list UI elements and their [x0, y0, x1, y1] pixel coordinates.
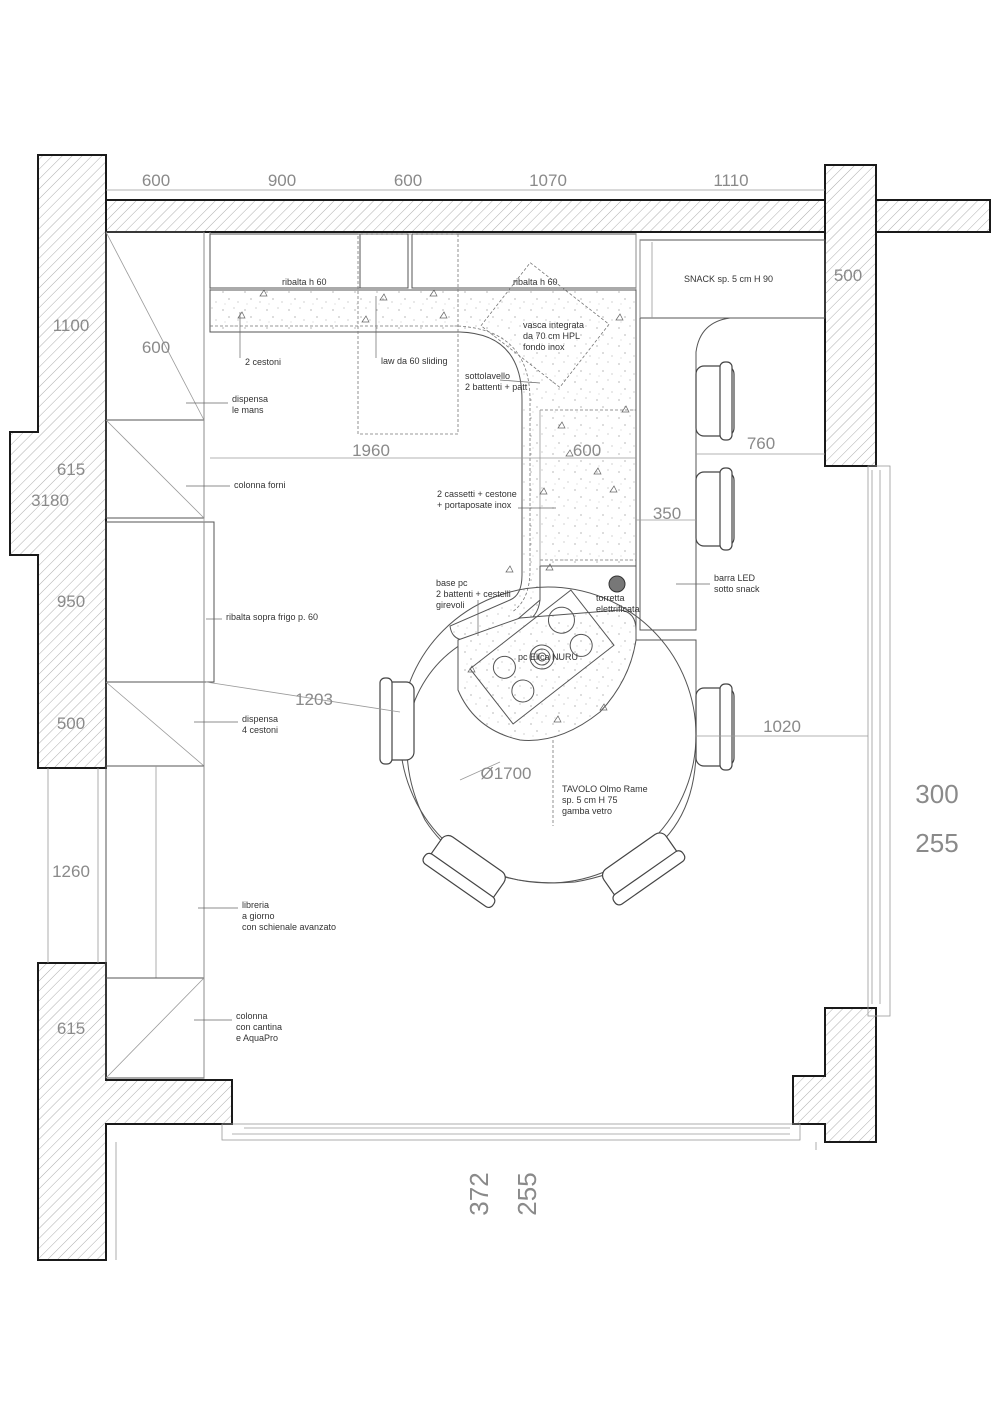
dishwasher: [357, 233, 459, 435]
note-cantina-1: colonna: [236, 1011, 268, 1021]
note-cassetti-1: 2 cassetti + cestone: [437, 489, 517, 499]
note-barra-led-2: sotto snack: [714, 584, 760, 594]
bottom-window: [221, 1123, 801, 1141]
dim-top-4: 1070: [529, 171, 567, 190]
dim-1960: 1960: [352, 441, 390, 460]
top-wall-right: [875, 199, 991, 233]
height-right-2: 255: [915, 828, 958, 858]
dim-760: 760: [747, 434, 775, 453]
note-libreria-2: a giorno: [242, 911, 275, 921]
island-peninsula: [406, 565, 697, 884]
annotations: ribalta h 60 ribalta h 60 SNACK sp. 5 cm…: [226, 274, 773, 1043]
height-dimensions: 300 255 372 255: [464, 779, 959, 1216]
dim-left-5: 500: [57, 714, 85, 733]
dim-top-3: 600: [394, 171, 422, 190]
dim-600-island: 600: [573, 441, 601, 460]
height-bottom-2: 255: [512, 1172, 542, 1215]
note-cestoni: 2 cestoni: [245, 357, 281, 367]
note-dispensa-4-1: dispensa: [242, 714, 278, 724]
note-tavolo-2: sp. 5 cm H 75: [562, 795, 618, 805]
right-pillar-upper: [824, 164, 877, 467]
sink: [480, 262, 610, 388]
snack-counter: [639, 317, 825, 631]
note-tavolo-1: TAVOLO Olmo Rame: [562, 784, 648, 794]
note-torretta-1: torretta: [596, 593, 625, 603]
dim-diameter: Ø1700: [480, 764, 531, 783]
note-vasca-2: da 70 cm HPL: [523, 331, 580, 341]
note-base-pc-2: 2 battenti + cestelli: [436, 589, 511, 599]
note-sottolavello-1: sottolavello: [465, 371, 510, 381]
left-tall-units: [105, 231, 215, 1079]
dim-top-2: 900: [268, 171, 296, 190]
dim-left-3: 3180: [31, 491, 69, 510]
note-cantina-2: con cantina: [236, 1022, 282, 1032]
dim-right-wall: 500: [834, 266, 862, 285]
note-vasca-1: vasca integrata: [523, 320, 584, 330]
note-cassetti-2: + portaposate inox: [437, 500, 512, 510]
right-window: [867, 465, 891, 1017]
dim-top-5: 1110: [713, 171, 748, 190]
note-libreria-3: con schienale avanzato: [242, 922, 336, 932]
interior-dimensions: 500 600 1960 600 760 350 1203 1020 Ø1700: [142, 266, 862, 783]
chairs: [379, 361, 735, 909]
dimension-lines: [106, 189, 868, 781]
worktop-marks: [237, 289, 630, 723]
note-colonna-forni: colonna forni: [234, 480, 286, 490]
note-base-pc-1: base pc: [436, 578, 468, 588]
note-cantina-3: e AquaPro: [236, 1033, 278, 1043]
dim-left-7: 615: [57, 1019, 85, 1038]
top-dimensions: 600 900 600 1070 1110: [142, 171, 749, 190]
height-right-1: 300: [915, 779, 958, 809]
note-dispensa-4-2: 4 cestoni: [242, 725, 278, 735]
note-barra-led-1: barra LED: [714, 573, 756, 583]
leader-lines: [186, 296, 710, 1021]
dim-top-1: 600: [142, 171, 170, 190]
left-wall-lower: [37, 962, 233, 1261]
note-vasca-3: fondo inox: [523, 342, 565, 352]
note-snack: SNACK sp. 5 cm H 90: [684, 274, 773, 284]
dim-left-6: 1260: [52, 862, 90, 881]
induction-hob: [469, 589, 615, 725]
left-dimensions: 1100 615 3180 950 500 1260 615: [31, 316, 90, 1038]
note-ribalta-frigo: ribalta sopra frigo p. 60: [226, 612, 318, 622]
note-law: law da 60 sliding: [381, 356, 448, 366]
note-dispensa-mans-1: dispensa: [232, 394, 268, 404]
dim-left-4: 950: [57, 592, 85, 611]
note-sottolavello-2: 2 battenti + patt: [465, 382, 528, 392]
main-worktop: [209, 289, 637, 641]
note-ribalta-right: ribalta h 60: [513, 277, 558, 287]
dim-left-2: 615: [57, 460, 85, 479]
walls: [9, 154, 991, 1261]
note-dispensa-mans-2: le mans: [232, 405, 264, 415]
top-wall: [105, 199, 826, 233]
note-ribalta-left: ribalta h 60: [282, 277, 327, 287]
note-torretta-2: elettrificata: [596, 604, 640, 614]
dim-1020: 1020: [763, 717, 801, 736]
note-tavolo-3: gamba vetro: [562, 806, 612, 816]
dim-left-1: 1100: [53, 316, 90, 335]
dim-600-left: 600: [142, 338, 170, 357]
note-base-pc-3: girevoli: [436, 600, 465, 610]
note-pc: pc Elica NURU: [518, 652, 578, 662]
height-bottom-1: 372: [464, 1172, 494, 1215]
power-tower: [608, 575, 626, 593]
dim-350: 350: [653, 504, 681, 523]
right-pillar-lower: [792, 1007, 877, 1143]
dim-1203: 1203: [295, 690, 333, 709]
note-libreria-1: libreria: [242, 900, 269, 910]
